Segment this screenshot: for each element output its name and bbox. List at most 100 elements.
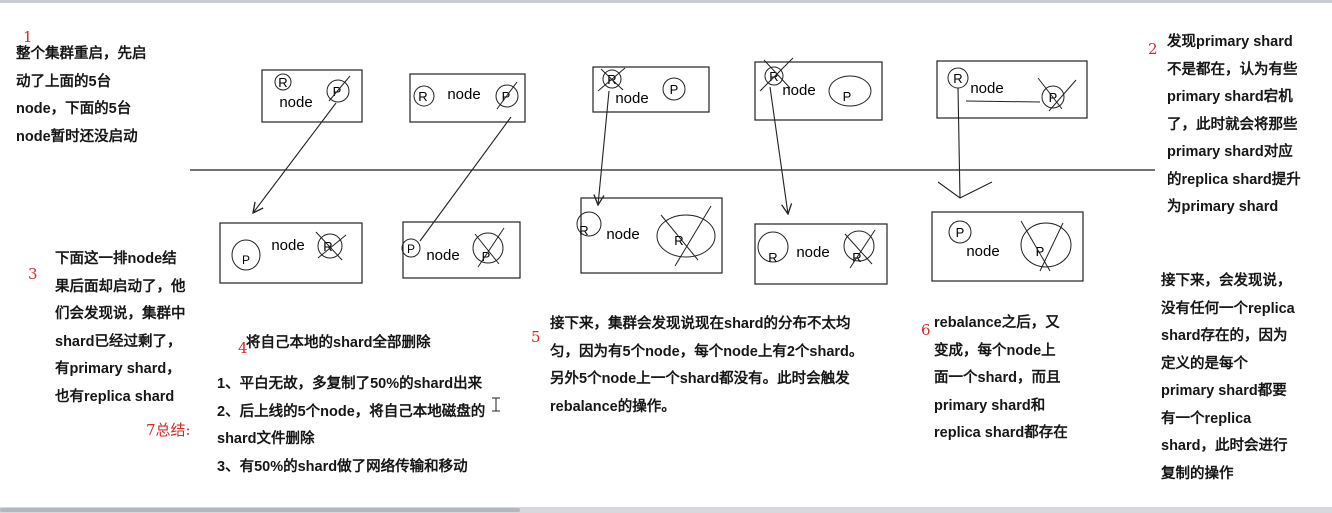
replica-shard-label: P — [482, 249, 491, 264]
note-8-line: 定义的是每个 — [1161, 355, 1248, 372]
cross-out-mark — [600, 68, 624, 91]
note-8-line: 没有任何一个replica — [1161, 300, 1295, 317]
node-label: node — [615, 90, 648, 107]
note-8-line: primary shard都要 — [1161, 383, 1287, 399]
top-node-3: R node P — [592, 66, 710, 113]
step-number-7: 7总结: — [146, 421, 191, 439]
step-number-1: 1 — [23, 28, 33, 46]
primary-shard-circle — [843, 230, 875, 262]
note-1-line: node，下面的5台 — [16, 101, 132, 117]
top-node-4: R node P — [754, 57, 883, 121]
replica-shard-circle — [757, 231, 789, 263]
arrow-node5-head — [937, 181, 993, 199]
node-label: node — [279, 94, 312, 111]
cross-out-mark — [328, 75, 351, 102]
note-2-line: primary shard对应 — [1167, 144, 1293, 160]
node-label: node — [796, 244, 829, 261]
cross-out-mark — [674, 205, 712, 267]
replica-shard-label: P — [1036, 244, 1045, 259]
node-label: node — [426, 247, 459, 264]
cross-out-mark — [844, 233, 873, 265]
note-1: 整个集群重启，先启 动了上面的5台 node，下面的5台 node暂时还没启动 — [16, 41, 147, 151]
note-7-line: 2、后上线的5个node，将自己本地磁盘的 — [217, 403, 486, 420]
replica-shard-circle — [274, 73, 292, 91]
note-5-line: 另外5个node上一个shard都没有。此时会触发 — [550, 371, 850, 387]
cross-out-mark — [474, 233, 500, 265]
replica-shard-circle — [602, 69, 622, 89]
note-3-line: 下面这一排node结 — [55, 251, 177, 267]
link-line — [965, 100, 1041, 103]
note-5: 接下来，集群会发现说现在shard的分布不太均 匀，因为有5个node，每个no… — [550, 311, 863, 421]
note-3: 下面这一排node结 果后面却启动了，他 们会发现说，集群中 shard已经过剩… — [55, 246, 186, 411]
cross-out-mark — [759, 57, 794, 92]
cross-out-mark — [315, 231, 343, 261]
primary-shard-circle — [1041, 85, 1065, 109]
note-7-summary: 1、平白无故，多复制了50%的shard出来 2、后上线的5个node，将自己本… — [217, 371, 485, 481]
node-label: node — [966, 243, 999, 260]
note-2-line: 了，此时就会将那些 — [1167, 116, 1298, 133]
step-number-3: 3 — [28, 265, 38, 283]
cross-out-mark — [1020, 220, 1051, 272]
note-5-line: 接下来，集群会发现说现在shard的分布不太均 — [550, 316, 851, 332]
primary-shard-circle — [828, 75, 872, 107]
cross-out-mark — [763, 59, 791, 89]
note-8-line: 复制的操作 — [1161, 465, 1234, 482]
note-4: 将自己本地的shard全部删除 — [246, 335, 431, 351]
primary-shard-circle — [662, 77, 686, 101]
primary-shard-circle — [495, 84, 519, 108]
replica-shard-circle — [472, 232, 504, 264]
top-node-1: R node P — [261, 69, 363, 123]
text-cursor-icon — [492, 397, 500, 412]
replica-shard-label: R — [768, 250, 777, 265]
replica-shard-circle — [317, 233, 343, 259]
replica-shard-label: R — [278, 75, 287, 90]
step-number-2: 2 — [1148, 40, 1158, 58]
note-6: rebalance之后，又 变成，每个node上 面一个shard，而且 pri… — [934, 310, 1068, 448]
primary-shard-label: P — [407, 242, 415, 256]
primary-shard-circle — [231, 239, 261, 271]
note-8-line: 有一个replica — [1161, 410, 1252, 427]
step-number-4: 4 — [238, 339, 248, 357]
note-7-line: 3、有50%的shard做了网络传输和移动 — [217, 458, 468, 475]
primary-shard-label: P — [242, 253, 250, 267]
replica-shard-circle — [413, 85, 435, 107]
bottom-node-1: P node R — [219, 222, 363, 284]
note-6-line: 变成，每个node上 — [934, 342, 1056, 359]
replica-shard-label: R — [418, 89, 427, 104]
primary-shard-label: P — [670, 82, 679, 97]
replica-shard-label: R — [953, 71, 962, 86]
note-6-line: replica shard都存在 — [934, 425, 1068, 441]
note-5-line: 匀，因为有5个node，每个node上有2个shard。 — [550, 343, 864, 360]
primary-shard-circle — [948, 220, 972, 244]
note-8: 接下来，会发现说， 没有任何一个replica shard存在的，因为 定义的是… — [1161, 268, 1295, 488]
cross-out-mark — [1048, 79, 1077, 112]
note-6-line: primary shard和 — [934, 397, 1046, 414]
primary-shard-circle — [326, 79, 350, 103]
note-6-line: rebalance之后，又 — [934, 315, 1060, 331]
horizontal-scrollbar[interactable] — [0, 507, 1332, 513]
note-7-line: shard文件删除 — [217, 431, 315, 447]
bottom-node-3: R node R — [576, 197, 723, 274]
note-1-line: 整个集群重启，先启 — [16, 46, 147, 62]
arrow-node2 — [419, 116, 512, 242]
note-2-line: 为primary shard — [1167, 199, 1279, 215]
bottom-node-5: P node P — [931, 211, 1084, 282]
note-2: 发现primary shard 不是都在，认为有些 primary shard宕… — [1167, 29, 1301, 222]
primary-shard-label: P — [843, 89, 852, 104]
note-1-line: 动了上面的5台 — [16, 73, 112, 90]
bottom-node-2: P node P — [401, 221, 521, 279]
scrollbar-thumb[interactable] — [0, 508, 520, 512]
note-5-line: rebalance的操作。 — [550, 398, 676, 415]
window-top-edge — [0, 0, 1332, 3]
note-3-line: 果后面却启动了，他 — [55, 278, 186, 295]
cross-out-mark — [1037, 77, 1063, 110]
note-3-line: 有primary shard， — [55, 361, 181, 377]
arrow-node3 — [598, 90, 610, 205]
cross-out-mark — [849, 229, 876, 269]
arrow-node1 — [253, 102, 337, 213]
cross-out-mark — [1039, 222, 1064, 272]
note-8-line: 接下来，会发现说， — [1161, 273, 1292, 289]
bottom-node-4: R node R — [754, 223, 888, 285]
note-2-line: 的replica shard提升 — [1167, 171, 1301, 188]
